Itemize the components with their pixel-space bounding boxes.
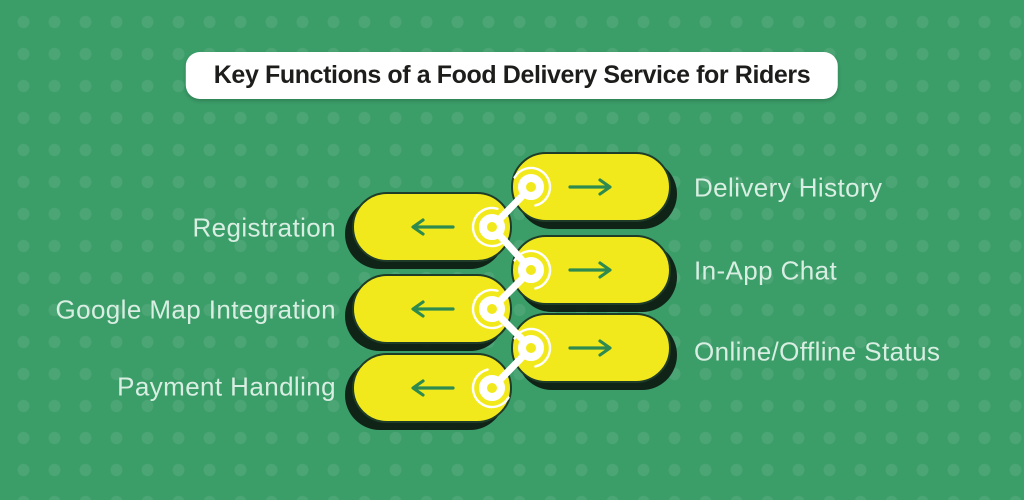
left-arrow-icon: [411, 218, 455, 236]
label-delivery-history: Delivery History: [694, 172, 883, 203]
label-payment-handling: Payment Handling: [117, 371, 336, 402]
page-title: Key Functions of a Food Delivery Service…: [213, 61, 811, 89]
pill-google-map-integration: [352, 274, 512, 344]
right-arrow-icon: [568, 339, 612, 357]
label-in-app-chat: In-App Chat: [694, 255, 838, 286]
pill-in-app-chat: [511, 235, 671, 305]
label-online-offline-status: Online/Offline Status: [694, 336, 941, 367]
label-registration: Registration: [192, 212, 336, 243]
left-arrow-icon: [411, 379, 455, 397]
pill-delivery-history: [511, 152, 671, 222]
title-banner: Key Functions of a Food Delivery Service…: [185, 52, 839, 99]
label-google-map-integration: Google Map Integration: [55, 294, 336, 325]
pill-registration: [352, 192, 512, 262]
right-arrow-icon: [568, 261, 612, 279]
left-arrow-icon: [411, 300, 455, 318]
right-arrow-icon: [568, 178, 612, 196]
pill-payment-handling: [352, 353, 512, 423]
pill-online-offline-status: [511, 313, 671, 383]
